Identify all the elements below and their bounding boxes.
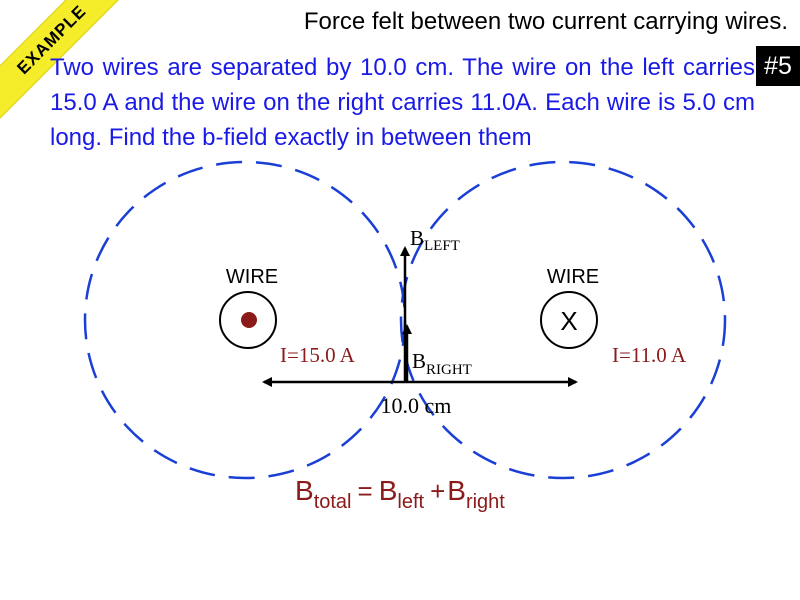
problem-statement: Two wires are separated by 10.0 cm. The …	[50, 54, 755, 151]
b-right-base: B	[412, 349, 426, 373]
right-wire-label: WIRE	[547, 266, 599, 288]
out-of-page-dot-icon	[241, 312, 257, 328]
b-total-equation: Btotal=Bleft+Bright	[295, 475, 505, 513]
left-current-label: I=15.0 A	[280, 343, 356, 367]
separation-label: 10.0 cm	[381, 393, 452, 418]
b-left-base: B	[410, 226, 424, 250]
right-current-label: I=11.0 A	[612, 343, 687, 367]
into-page-x-icon: X	[560, 306, 577, 336]
b-left-sub: LEFT	[424, 238, 460, 254]
slide-title: Force felt between two current carrying …	[303, 8, 788, 35]
b-right-sub: RIGHT	[426, 362, 472, 378]
eq-equals: =	[358, 476, 373, 506]
problem-number-badge: #5	[756, 46, 800, 86]
eq-term1-base: B	[379, 475, 398, 506]
eq-term2-sub: right	[466, 491, 505, 513]
eq-term2-base: B	[447, 475, 466, 506]
right-wire-circle	[540, 291, 598, 349]
eq-lhs-base: B	[295, 475, 314, 506]
right-field-loop	[399, 160, 727, 480]
eq-plus: +	[430, 476, 445, 506]
b-left-label: BLEFT	[410, 226, 460, 254]
left-wire-label: WIRE	[226, 266, 278, 288]
eq-lhs-sub: total	[314, 491, 352, 513]
eq-term1-sub: left	[397, 491, 424, 513]
b-right-label: BRIGHT	[412, 349, 472, 378]
